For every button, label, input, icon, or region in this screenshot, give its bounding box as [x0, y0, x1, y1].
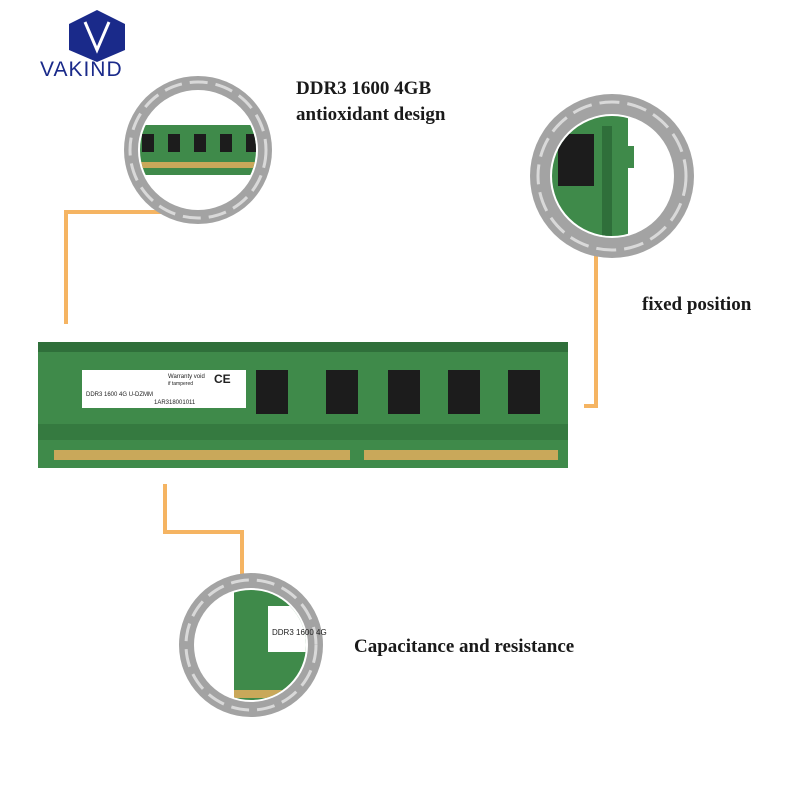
connector-line: [163, 484, 167, 534]
connector-line: [594, 250, 598, 406]
ce-mark: CE: [214, 372, 231, 386]
zoom-label-text: DDR3 1600 4G: [272, 628, 327, 637]
zoom-lens-chips: [124, 76, 272, 224]
spec-text: DDR3 1600 4G U-DZMM: [86, 392, 154, 398]
callout-capacitance: Capacitance and resistance: [354, 636, 575, 657]
callout-line: DDR3 1600 4GB: [296, 78, 432, 99]
connector-line: [64, 210, 68, 324]
module-label: Warranty void if tampered CE DDR3 1600 4…: [82, 370, 246, 408]
brand-name: VAKIND: [40, 58, 123, 81]
zoom-lens-notch: [530, 94, 694, 258]
ram-module: [38, 342, 568, 468]
warranty-sub-text: if tampered: [168, 381, 194, 387]
connector-line: [163, 530, 243, 534]
zoom-lens-label: [179, 573, 323, 717]
memory-chip: [508, 370, 540, 414]
warranty-text: Warranty void: [168, 374, 205, 380]
callout-line: antioxidant design: [296, 104, 446, 125]
connector-line: [64, 210, 164, 214]
callout-antioxidant: DDR3 1600 4GB antioxidant design: [296, 76, 445, 128]
callout-fixed-position: fixed position: [642, 294, 752, 315]
memory-chip: [256, 370, 288, 414]
memory-chip: [448, 370, 480, 414]
serial-text: 1AR318001011: [154, 400, 196, 406]
memory-chip: [388, 370, 420, 414]
brand-hexagon-icon: [69, 10, 125, 62]
connector-line: [584, 404, 598, 408]
connector-line: [240, 530, 244, 580]
memory-chip: [326, 370, 358, 414]
